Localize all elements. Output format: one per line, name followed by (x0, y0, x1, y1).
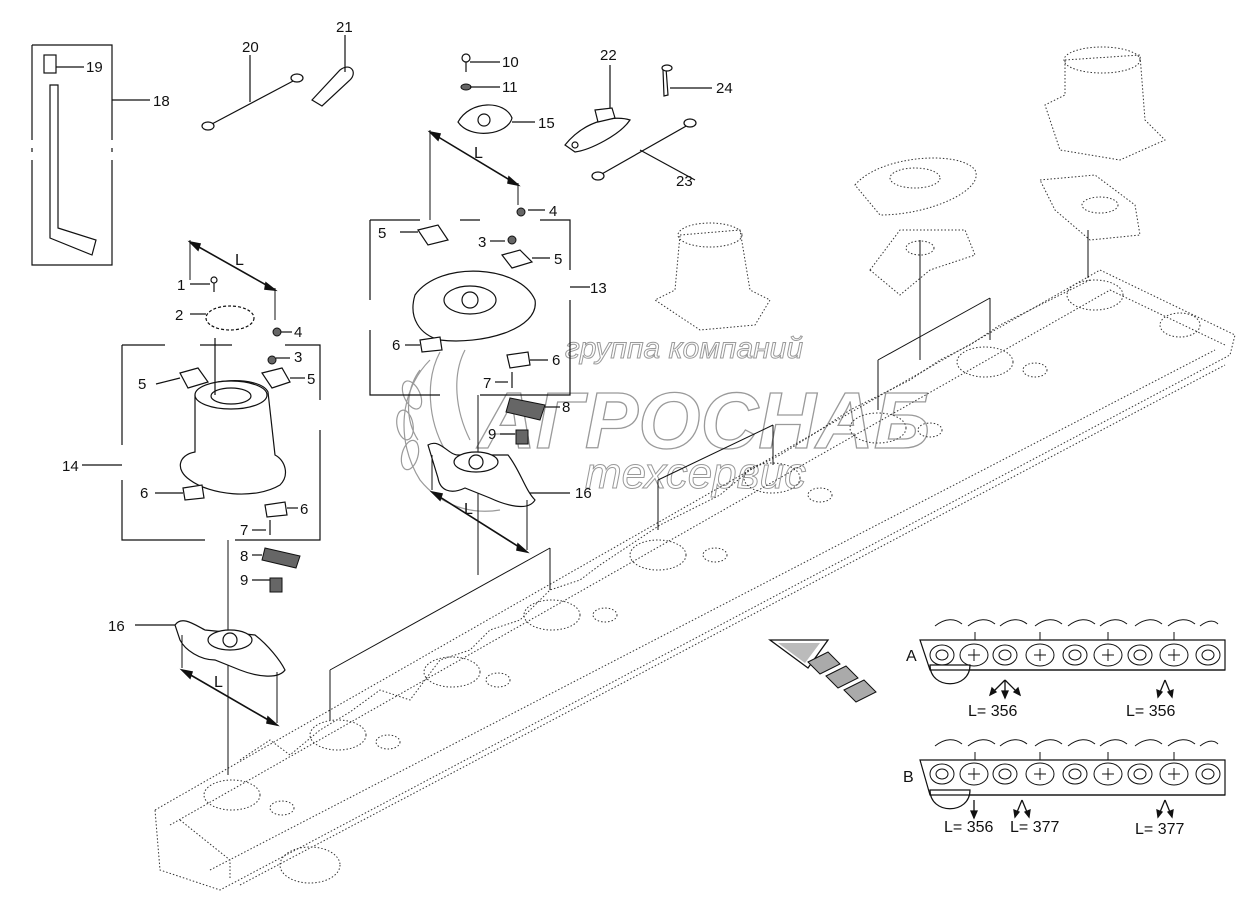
watermark-line2: АГРОСНАБ (476, 376, 930, 465)
dimension-arrows (179, 130, 530, 727)
knife-clip-22 (564, 65, 631, 153)
inset-b-left-dimension-b: L= 377 (1010, 819, 1059, 836)
inset-b-left-dimension-a: L= 356 (944, 819, 993, 836)
callout-6-mid-left: 6 (392, 337, 400, 354)
callout-5-mid-right: 5 (554, 251, 562, 268)
inset-a: A L= 356 L= 356 (906, 619, 1226, 720)
callout-11: 11 (502, 79, 518, 96)
dimension-l-lower: L (214, 674, 223, 691)
callout-5-mid-left: 5 (378, 225, 386, 242)
knife-holder-5-top-right (500, 249, 534, 269)
kit-box-14 (82, 344, 321, 593)
callout-18: 18 (153, 93, 170, 110)
callout-24: 24 (716, 80, 733, 97)
callout-16-lower: 16 (108, 618, 125, 635)
callout-4-left: 4 (294, 324, 302, 341)
callout-3-left: 3 (294, 349, 302, 366)
dimension-l-top: L (474, 145, 483, 162)
callout-9-mid: 9 (488, 426, 496, 443)
callout-19: 19 (86, 59, 103, 76)
callout-3-mid: 3 (478, 234, 486, 251)
inset-b: B L= 356 L= 377 L= 377 (903, 739, 1226, 838)
cutter-bar (154, 269, 1236, 891)
callout-23: 23 (676, 173, 693, 190)
kit-box-18 (31, 44, 150, 266)
callout-22: 22 (600, 47, 617, 64)
bar-discs (203, 279, 1124, 816)
callout-8-left: 8 (240, 548, 248, 565)
callout-7-left: 7 (240, 522, 248, 539)
top-hub-parts (457, 53, 535, 134)
plate-2-screw-1-nut-4 (190, 276, 292, 395)
dimension-l-left: L (235, 252, 244, 269)
watermark-emblem (396, 349, 501, 512)
inset-a-label: A (906, 648, 917, 665)
housing-14 (179, 380, 287, 495)
background-housings (654, 46, 1166, 331)
callout-6-right: 6 (300, 501, 308, 518)
leader-lines (227, 230, 1089, 775)
inset-a-left-dimension: L= 356 (968, 703, 1017, 720)
inset-a-right-dimension: L= 356 (1126, 703, 1175, 720)
inset-b-right-dimension: L= 377 (1135, 821, 1184, 838)
hub-16-mid (427, 442, 570, 508)
callout-5-right: 5 (307, 371, 315, 388)
knife-8-mid (505, 397, 546, 421)
callout-1: 1 (177, 277, 185, 294)
callout-6-mid-right: 6 (552, 352, 560, 369)
callout-15: 15 (538, 115, 555, 132)
callout-9-left: 9 (240, 572, 248, 589)
callout-13: 13 (590, 280, 607, 297)
hub-16-lower (135, 620, 286, 677)
callout-6-left: 6 (140, 485, 148, 502)
dimension-l-labels: L L L L (214, 145, 483, 691)
part-20-cable (201, 55, 304, 131)
callout-21: 21 (336, 19, 353, 36)
direction-arrow (768, 639, 877, 703)
part-23-cable (591, 118, 697, 181)
dimension-extension-lines (181, 130, 528, 723)
callout-10: 10 (502, 54, 519, 71)
watermark-line3: техсервис (585, 449, 806, 498)
callout-20: 20 (242, 39, 259, 56)
shim-plate-19 (43, 54, 57, 74)
kit-box-13 (369, 207, 590, 445)
guard-strip-18 (49, 84, 97, 256)
knife-8-left (261, 547, 301, 569)
callout-16-mid: 16 (575, 485, 592, 502)
watermark-line1: группа компаний (565, 332, 803, 365)
callout-2: 2 (175, 307, 183, 324)
callout-4-mid: 4 (549, 203, 557, 220)
callout-8-mid: 8 (562, 399, 570, 416)
callout-14: 14 (62, 458, 79, 475)
callout-labels: 1 2 3 3 4 4 5 5 5 5 6 6 6 6 7 7 8 8 9 9 … (62, 19, 733, 635)
inset-b-label: B (903, 769, 914, 786)
callout-5-left: 5 (138, 376, 146, 393)
knife-holder-5-top-left (417, 224, 449, 246)
part-21-pin (311, 35, 354, 107)
part-24-pin (661, 64, 712, 97)
callout-7-mid: 7 (483, 375, 491, 392)
watermark: группа компаний АГРОСНАБ техсервис (396, 332, 931, 512)
dimension-l-mid: L (464, 501, 473, 518)
